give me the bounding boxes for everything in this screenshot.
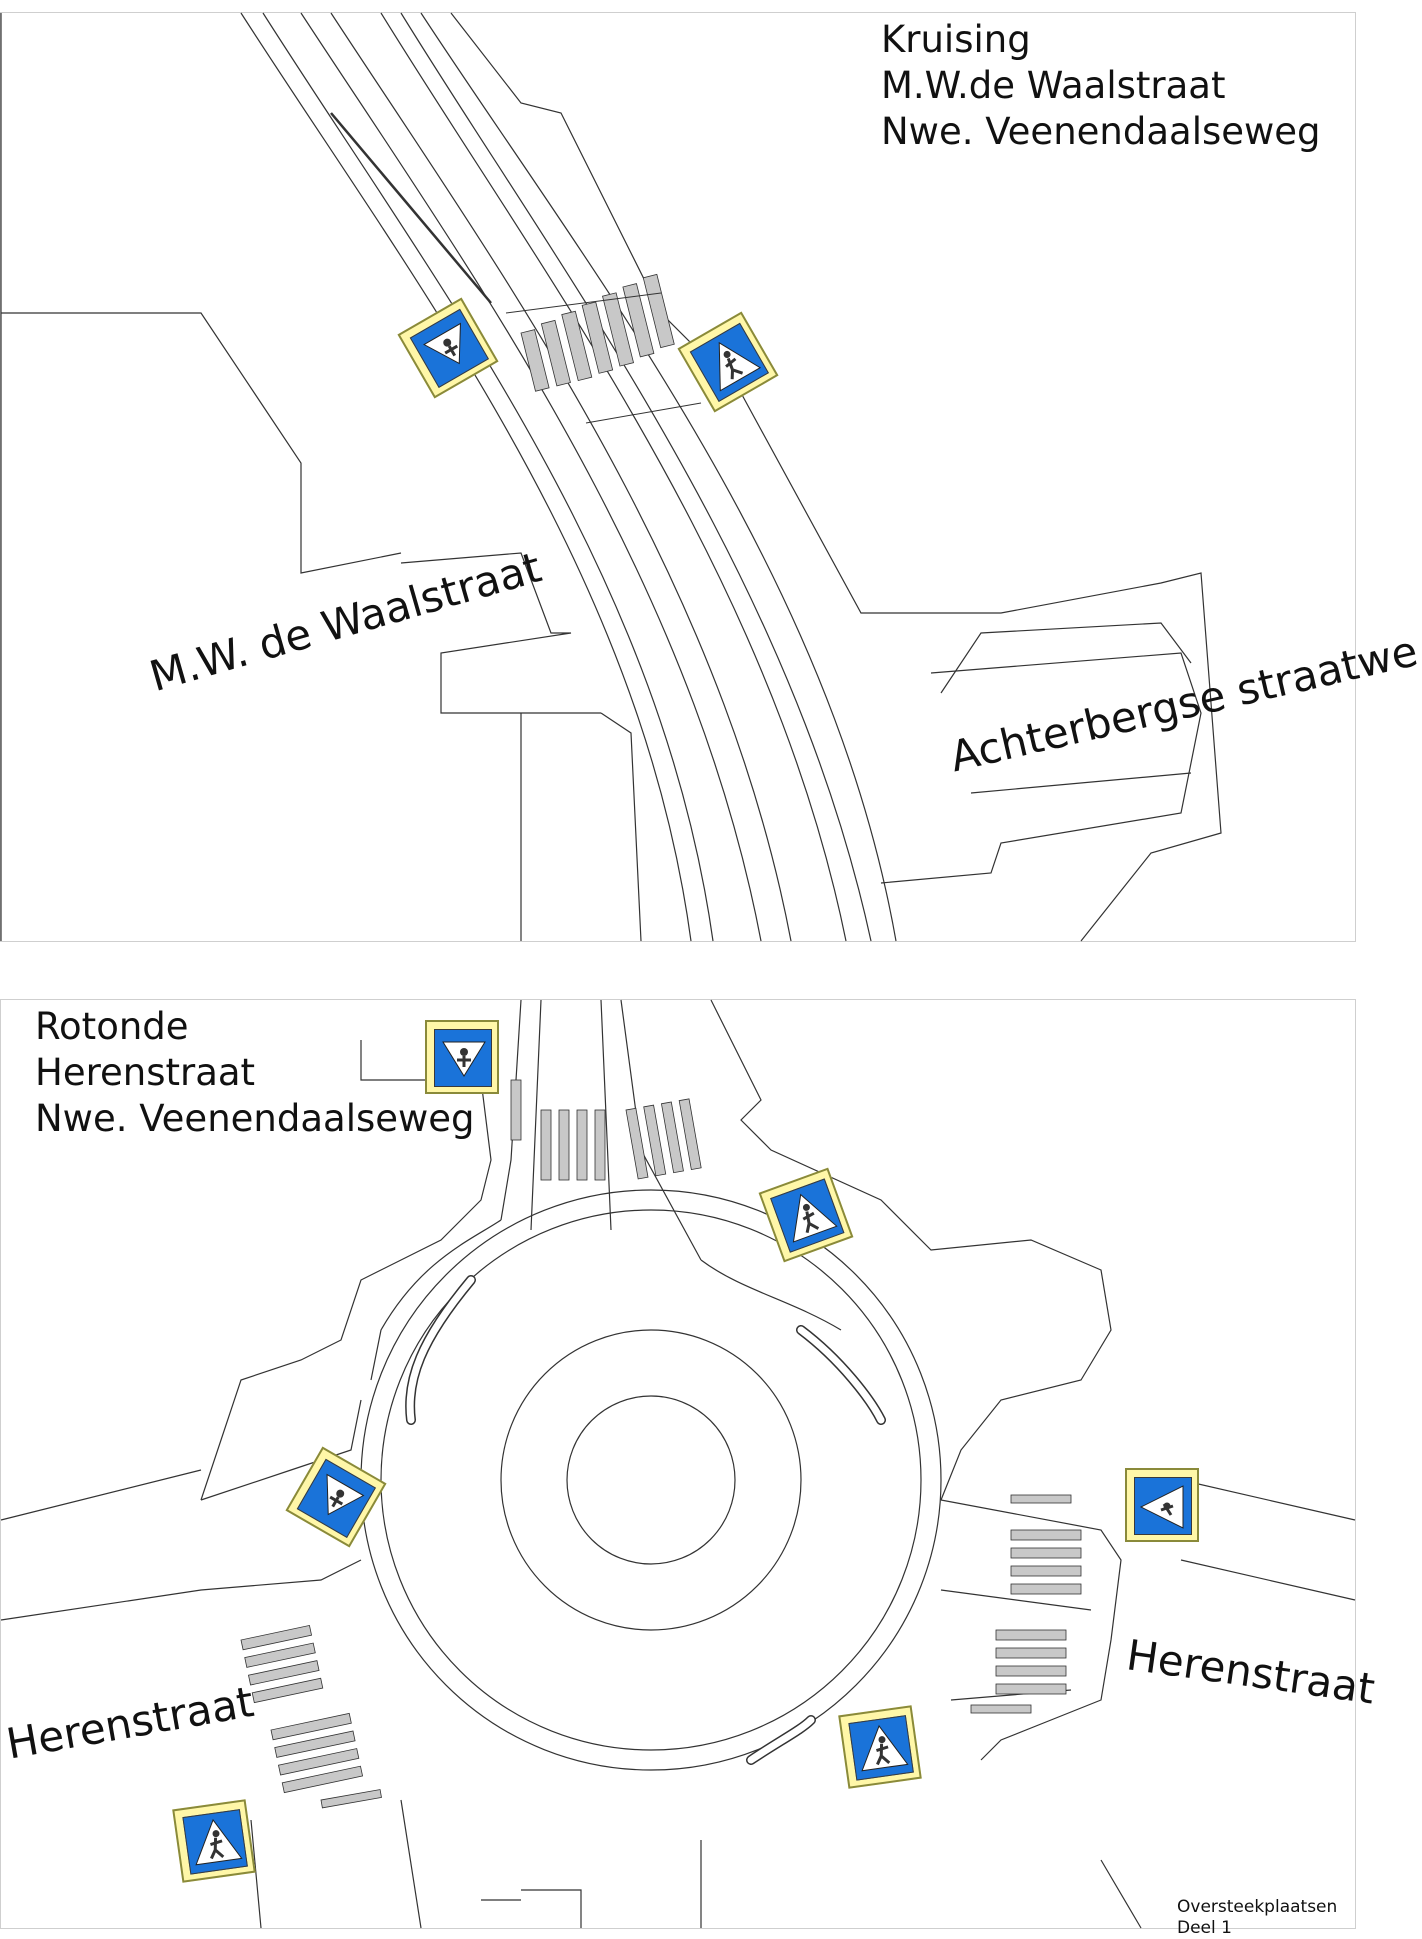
title-line: Herenstraat xyxy=(35,1051,256,1094)
pedestrian-crossing-sign xyxy=(1125,1468,1199,1542)
title-line: Rotonde xyxy=(35,1005,189,1048)
pedestrian-crossing-sign xyxy=(172,1799,256,1883)
pedestrian-crossing-icon xyxy=(861,1724,909,1772)
map-panel-roundabout: Rotonde Herenstraat Nwe. Veenendaalseweg… xyxy=(0,999,1378,1938)
footer-line: Oversteekplaatsen xyxy=(1177,1897,1338,1917)
yield-pedestrian-sign xyxy=(397,297,499,399)
title-line: M.W.de Waalstraat xyxy=(881,64,1226,107)
pedestrian-crossing-sign xyxy=(677,311,779,413)
pedestrian-crossing-sign xyxy=(838,1705,922,1789)
map-panel-crossing: Kruising M.W.de Waalstraat Nwe. Veenenda… xyxy=(0,12,1422,942)
footer-line: Deel 1 xyxy=(1177,1918,1232,1938)
title-line: Nwe. Veenendaalseweg xyxy=(35,1097,475,1140)
crossing-map-drawing xyxy=(0,12,1222,942)
pedestrian-yield-icon xyxy=(442,1041,486,1077)
roundabout-title: Rotonde Herenstraat Nwe. Veenendaalseweg xyxy=(35,1004,475,1142)
pedestrian-yield-icon xyxy=(423,322,461,365)
pedestrian-crossing-icon xyxy=(195,1818,243,1866)
roundabout-map-drawing xyxy=(0,999,1356,1929)
pedestrian-crossing-icon xyxy=(792,1193,838,1243)
yield-pedestrian-sign xyxy=(285,1446,387,1548)
pedestrian-crossing-sign xyxy=(758,1167,854,1263)
title-line: Nwe. Veenendaalseweg xyxy=(881,110,1321,153)
pedestrian-yield-icon xyxy=(326,1473,365,1516)
crossing-title: Kruising M.W.de Waalstraat Nwe. Veenenda… xyxy=(881,17,1321,155)
yield-pedestrian-sign xyxy=(425,1020,499,1094)
title-line: Kruising xyxy=(881,18,1031,61)
footer-note: Oversteekplaatsen Deel 1 xyxy=(1177,1897,1337,1939)
pedestrian-crossing-icon xyxy=(1139,1485,1184,1529)
pedestrian-crossing-icon xyxy=(718,341,762,392)
